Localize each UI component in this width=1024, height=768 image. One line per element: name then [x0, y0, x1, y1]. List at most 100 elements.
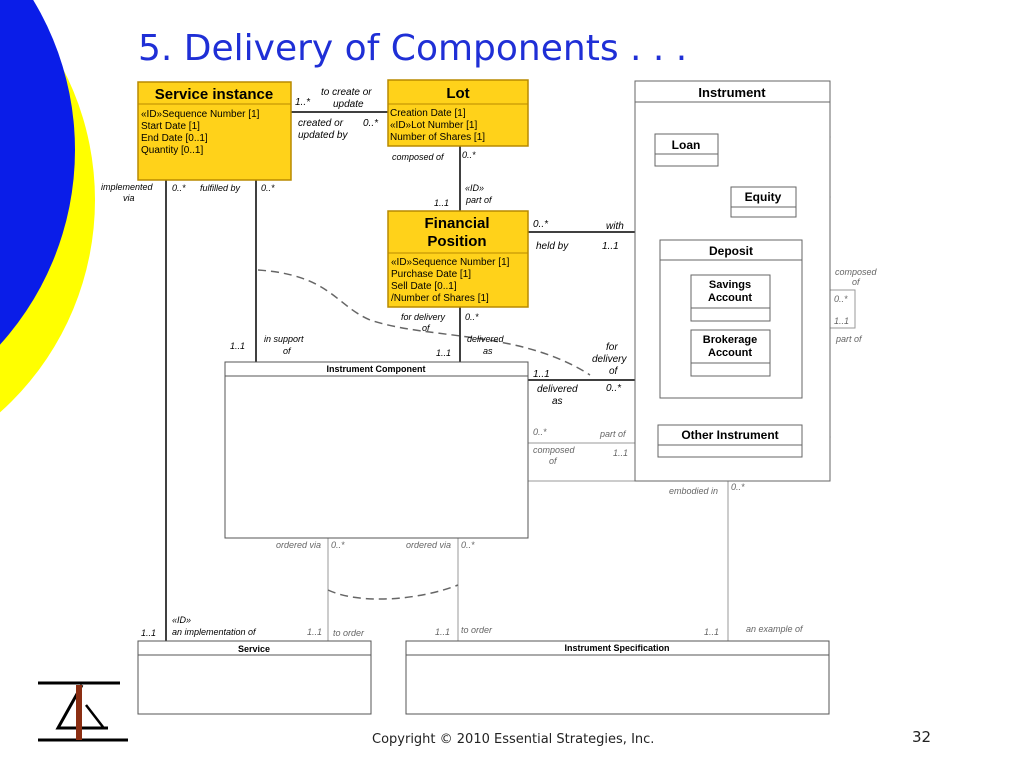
class-service[interactable]	[137, 640, 372, 715]
multiplicity-label: 1..1	[436, 348, 451, 358]
multiplicity-label: 0..*	[533, 219, 549, 230]
multiplicity-label: 1..1	[307, 627, 322, 637]
association-lines	[165, 111, 635, 641]
financial-position-name: Position	[427, 233, 486, 250]
deposit-name: Deposit	[709, 244, 753, 258]
blue-circle-decoration	[0, 0, 75, 345]
role-label: via	[123, 193, 135, 203]
role-label: part of	[465, 195, 493, 205]
multiplicity-label: 1..*	[295, 97, 311, 108]
multiplicity-label: 1..1	[141, 628, 156, 638]
role-label: in support	[264, 334, 304, 344]
multiplicity-label: 1..1	[533, 369, 550, 380]
role-label: to order	[333, 628, 365, 638]
role-label: as	[483, 346, 493, 356]
multiplicity-label: 0..*	[363, 118, 379, 129]
class-brokerage-account[interactable]	[690, 329, 771, 377]
role-label: fulfilled by	[200, 183, 241, 193]
multiplicity-label: 0..*	[606, 383, 622, 394]
multiplicity-label: 0..*	[533, 427, 547, 437]
role-label: of	[549, 456, 558, 466]
multiplicity-label: 0..*	[834, 294, 848, 304]
service-instance-attr: «ID»Sequence Number [1]	[141, 109, 260, 120]
role-label: created or	[298, 118, 344, 129]
multiplicity-label: 0..*	[172, 183, 186, 193]
role-label: composed of	[392, 152, 445, 162]
role-label: update	[333, 99, 364, 110]
service-instance-attr: Start Date [1]	[141, 121, 200, 132]
financial-position-attr: Purchase Date [1]	[391, 269, 471, 280]
role-label: an example of	[746, 624, 804, 634]
multiplicity-label: 1..1	[602, 241, 619, 252]
financial-position-attr: /Number of Shares [1]	[391, 293, 489, 304]
role-label: to create or	[321, 87, 372, 98]
lot-name: Lot	[446, 85, 469, 102]
equity-name: Equity	[745, 190, 782, 204]
role-label: for delivery	[401, 312, 446, 322]
multiplicity-label: 0..*	[731, 482, 745, 492]
role-label: implemented	[101, 182, 154, 192]
service-instance-attr: Quantity [0..1]	[141, 145, 203, 156]
multiplicity-label: 0..*	[331, 540, 345, 550]
role-label: part of	[599, 429, 627, 439]
multiplicity-label: 0..*	[261, 183, 275, 193]
class-service-instance[interactable]	[137, 81, 292, 181]
role-label: of	[609, 366, 619, 377]
lot-attr: Number of Shares [1]	[390, 132, 485, 143]
class-instrument-component[interactable]	[224, 361, 529, 539]
role-label: with	[606, 221, 624, 232]
multiplicity-label: 1..1	[704, 627, 719, 637]
financial-position-attr: «ID»Sequence Number [1]	[391, 257, 510, 268]
class-savings-account[interactable]	[690, 274, 771, 322]
multiplicity-label: 0..*	[465, 312, 479, 322]
multiplicity-label: 0..*	[462, 150, 476, 160]
stereotype-label: «ID»	[172, 615, 191, 625]
savings-account-name: Savings	[709, 279, 751, 291]
brokerage-account-name: Account	[708, 347, 752, 359]
constraint-dashes	[257, 269, 591, 600]
class-instrument-specification[interactable]	[405, 640, 830, 715]
financial-position-attr: Sell Date [0..1]	[391, 281, 457, 292]
financial-position-name: Financial	[424, 215, 489, 232]
role-label: of	[283, 346, 292, 356]
copyright-footer: Copyright © 2010 Essential Strategies, I…	[372, 732, 655, 747]
role-label: composed	[835, 267, 878, 277]
role-label: of	[422, 323, 431, 333]
class-other-instrument[interactable]	[657, 424, 803, 458]
loan-name: Loan	[672, 138, 701, 152]
role-label: an implementation of	[172, 627, 257, 637]
other-instrument-name: Other Instrument	[681, 428, 778, 442]
lot-attr: «ID»Lot Number [1]	[390, 120, 477, 131]
role-label: delivery	[592, 354, 627, 365]
page-number: 32	[912, 728, 932, 746]
role-label: as	[552, 396, 563, 407]
multiplicity-label: 1..1	[435, 627, 450, 637]
role-label: updated by	[298, 130, 348, 141]
class-financial-position[interactable]	[387, 210, 529, 308]
role-label: embodied in	[669, 486, 718, 496]
role-label: to order	[461, 625, 493, 635]
role-label: of	[852, 277, 861, 287]
service-instance-name: Service instance	[155, 86, 273, 103]
role-label: part of	[835, 334, 863, 344]
instrument-specification-name: Instrument Specification	[564, 643, 669, 653]
savings-account-name: Account	[708, 292, 752, 304]
class-loan[interactable]	[654, 133, 719, 167]
class-equity[interactable]	[730, 186, 797, 218]
multiplicity-label: 1..1	[434, 198, 449, 208]
class-lot[interactable]	[387, 79, 529, 147]
role-label: ordered via	[406, 540, 451, 550]
instrument-component-name: Instrument Component	[327, 364, 426, 374]
brokerage-account-name: Brokerage	[703, 334, 757, 346]
multiplicity-label: 1..1	[613, 448, 628, 458]
role-label: delivered	[467, 334, 505, 344]
lot-attr: Creation Date [1]	[390, 108, 466, 119]
association-labels: 1..* to create or update created or upda…	[101, 87, 878, 638]
multiplicity-label: 1..1	[230, 341, 245, 351]
slide-title: 5. Delivery of Components . . .	[138, 28, 688, 69]
instrument-name: Instrument	[698, 85, 766, 100]
multiplicity-label: 1..1	[834, 316, 849, 326]
multiplicity-label: 0..*	[461, 540, 475, 550]
